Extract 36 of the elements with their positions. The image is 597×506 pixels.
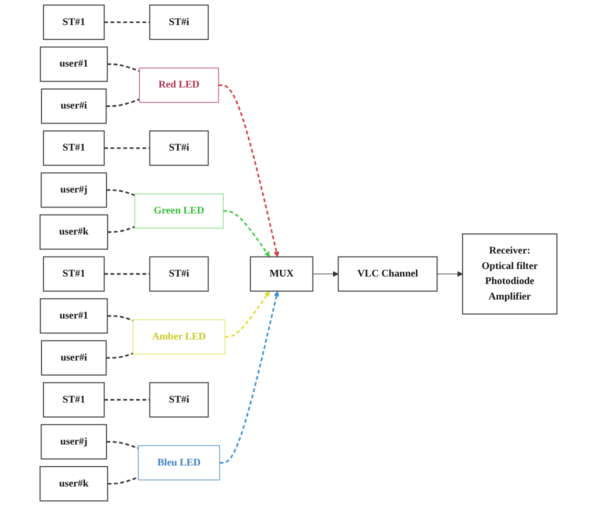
node-box: user#1 [40, 298, 108, 334]
node-box: ST#1 [43, 130, 105, 166]
connector [106, 98, 140, 107]
connector [107, 63, 140, 72]
node-box: ST#i [149, 382, 209, 418]
connector [106, 189, 135, 196]
node-box: MUX [250, 256, 314, 292]
node-box: user#1 [40, 46, 108, 82]
arrow [218, 84, 280, 258]
connector [108, 476, 139, 485]
node-box: ST#1 [43, 382, 105, 418]
node-box: VLC Channel [338, 256, 438, 292]
node-box: Amber LED [132, 319, 226, 354]
arrow [436, 271, 463, 277]
node-box: Green LED [134, 194, 224, 229]
arrow [312, 271, 338, 277]
connector [107, 315, 134, 322]
arrow [220, 290, 280, 464]
node-box: user#j [40, 424, 107, 460]
node-box: user#k [40, 214, 108, 250]
node-box: Bleu LED [138, 445, 220, 480]
connector [108, 226, 135, 233]
node-box: ST#1 [43, 4, 105, 40]
node-box: user#i [41, 88, 107, 124]
node-box: Red LED [139, 68, 219, 103]
node-box: ST#i [149, 4, 209, 40]
node-box: user#k [40, 466, 108, 502]
node-box: ST#i [149, 130, 209, 166]
node-box: user#j [40, 172, 107, 208]
arrow [223, 210, 270, 258]
arrow [224, 290, 270, 338]
node-box: ST#i [149, 256, 209, 292]
connector [106, 352, 134, 359]
node-box: ST#1 [43, 256, 105, 292]
node-box: Receiver: Optical filter Photodiode Amplifier [462, 233, 558, 314]
node-box: user#i [41, 340, 107, 376]
